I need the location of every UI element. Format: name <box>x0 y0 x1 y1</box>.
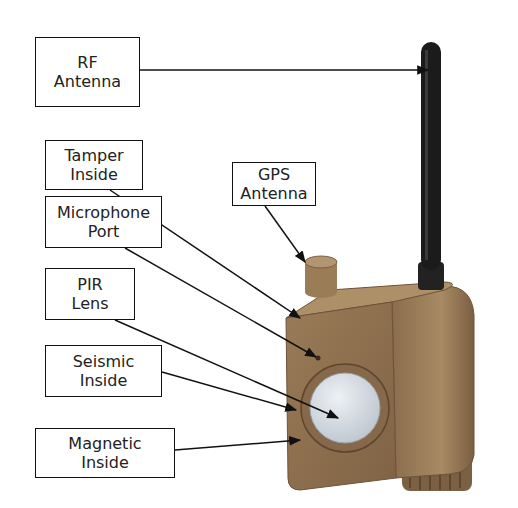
callout-label: Microphone Port <box>51 203 156 241</box>
leader-line <box>140 69 428 71</box>
pir-lens <box>310 373 380 443</box>
antenna-highlight <box>425 50 428 260</box>
callout-box: PIR Lens <box>45 268 135 320</box>
leader-line <box>162 372 296 410</box>
callout-box: GPS Antenna <box>232 162 316 206</box>
microphone-hole <box>316 356 321 361</box>
callout-label: GPS Antenna <box>236 165 312 203</box>
device-side <box>392 286 474 478</box>
callout-label: RF Antenna <box>50 53 125 91</box>
callout-label: Seismic Inside <box>56 352 151 390</box>
leader-line <box>175 440 300 450</box>
leader-line <box>125 248 316 357</box>
rf-antenna-rod <box>418 42 444 290</box>
gps-cap-top <box>305 256 337 268</box>
callout-label: PIR Lens <box>63 275 117 313</box>
leader-line <box>265 206 305 262</box>
callout-box: RF Antenna <box>35 37 140 107</box>
callout-box: Magnetic Inside <box>35 428 175 478</box>
callout-box: Microphone Port <box>45 196 162 248</box>
callout-label: Tamper Inside <box>54 146 134 184</box>
callout-box: Seismic Inside <box>45 345 162 397</box>
gps-cap <box>305 256 337 298</box>
callout-label: Magnetic Inside <box>50 434 160 472</box>
antenna-whip <box>421 42 441 270</box>
device-front <box>286 302 396 490</box>
callout-box: Tamper Inside <box>45 140 143 190</box>
gps-cap-base <box>305 286 337 298</box>
